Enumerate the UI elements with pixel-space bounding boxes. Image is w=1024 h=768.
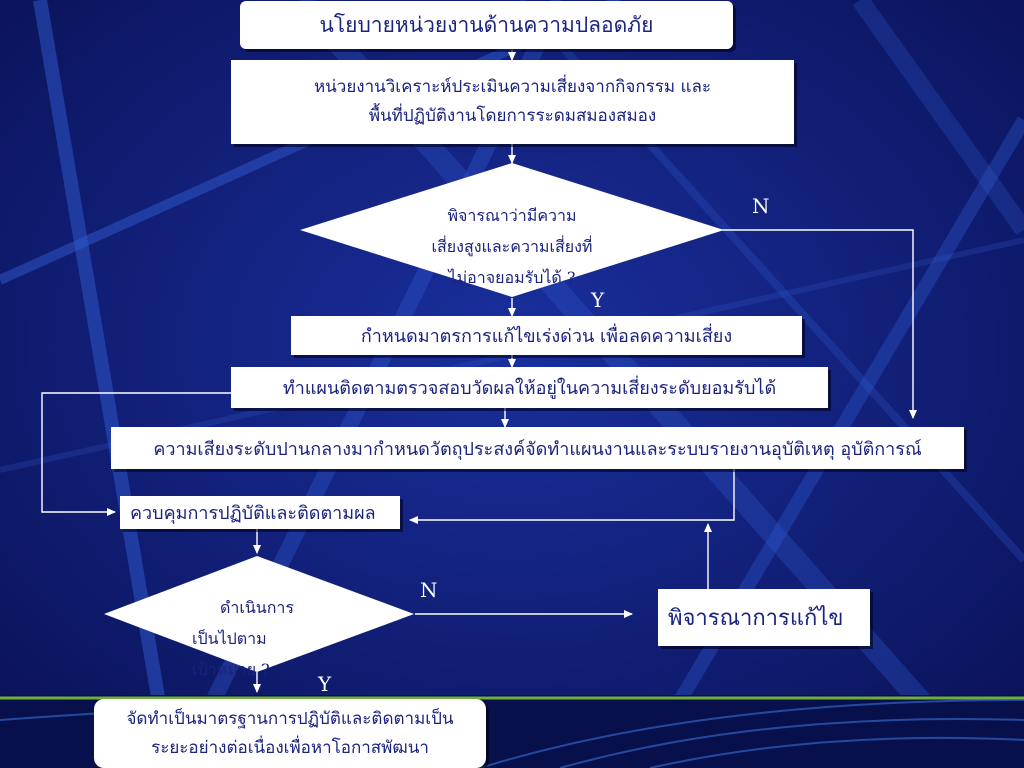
decision2-line-3: เป้าหมาย ? bbox=[192, 660, 270, 679]
decision1-diamond bbox=[300, 163, 724, 297]
decision2-diamond bbox=[104, 556, 414, 672]
step5-text: ควบคุมการปฏิบัติและติดตามผล bbox=[130, 503, 376, 524]
step5-box: ควบคุมการปฏิบัติและติดตามผล bbox=[120, 496, 400, 529]
decision1-line-2: เสี่ยงสูงและความเสี่ยงที่ bbox=[431, 237, 593, 256]
decision1-no-label: N bbox=[752, 194, 770, 218]
step1-line-2: พื้นที่ปฏิบัติงานโดยการระดมสมองสมอง bbox=[368, 106, 657, 126]
step7-line-2: ระยะอย่างต่อเนื่องเพื่อหาโอกาสพัฒนา bbox=[151, 737, 429, 758]
step7-line-1: จัดทำเป็นมาตรฐานการปฏิบัติและติดตามเป็น bbox=[126, 708, 454, 729]
decision2-line-2: เป็นไปตาม bbox=[192, 629, 267, 648]
step1-box: หน่วยงานวิเคราะห์ประเมินความเสี่ยงจากกิจ… bbox=[231, 60, 794, 144]
step6-box: พิจารณาการแก้ไข bbox=[658, 589, 870, 646]
decision2-line-1: ดำเนินการ bbox=[220, 598, 294, 617]
step6-text: พิจารณาการแก้ไข bbox=[668, 606, 844, 631]
title-text: นโยบายหน่วยงานด้านความปลอดภัย bbox=[319, 12, 654, 37]
arrow-decision1-no-to-step4 bbox=[722, 229, 917, 419]
step7-box: จัดทำเป็นมาตรฐานการปฏิบัติและติดตามเป็น … bbox=[94, 699, 486, 768]
step3-text: ทำแผนติดตามตรวจสอบวัดผลให้อยู่ในความเสี่… bbox=[282, 378, 777, 399]
step4-text: ความเสียงระดับปานกลางมากำหนดวัตถุประสงค์… bbox=[153, 438, 922, 460]
arrow-step4-to-step5 bbox=[409, 469, 735, 524]
step1-line-1: หน่วยงานวิเคราะห์ประเมินความเสี่ยงจากกิจ… bbox=[313, 77, 712, 97]
decision1-line-3: ไม่อาจยอมรับได้ ? bbox=[448, 268, 576, 287]
step2-box: กำหนดมาตรการแก้ไขเร่งด่วน เพื่อลดความเสี… bbox=[291, 316, 802, 355]
decision1-yes-label: Y bbox=[591, 288, 605, 312]
decision1-line-1: พิจารณาว่ามีความ bbox=[447, 206, 577, 225]
step4-box: ความเสียงระดับปานกลางมากำหนดวัตถุประสงค์… bbox=[111, 427, 964, 469]
decision1-text: พิจารณาว่ามีความ เสี่ยงสูงและความเสี่ยงท… bbox=[400, 200, 624, 293]
title-box: นโยบายหน่วยงานด้านความปลอดภัย bbox=[240, 1, 733, 49]
decision2-yes-label: Y bbox=[318, 672, 332, 696]
decision2-text: ดำเนินการ เป็นไปตาม เป้าหมาย ? bbox=[180, 592, 310, 685]
step2-text: กำหนดมาตรการแก้ไขเร่งด่วน เพื่อลดความเสี… bbox=[360, 326, 733, 347]
arrow-step3-to-step5 bbox=[41, 392, 231, 516]
step3-box: ทำแผนติดตามตรวจสอบวัดผลให้อยู่ในความเสี่… bbox=[231, 367, 828, 408]
decision2-no-label: N bbox=[420, 578, 438, 602]
